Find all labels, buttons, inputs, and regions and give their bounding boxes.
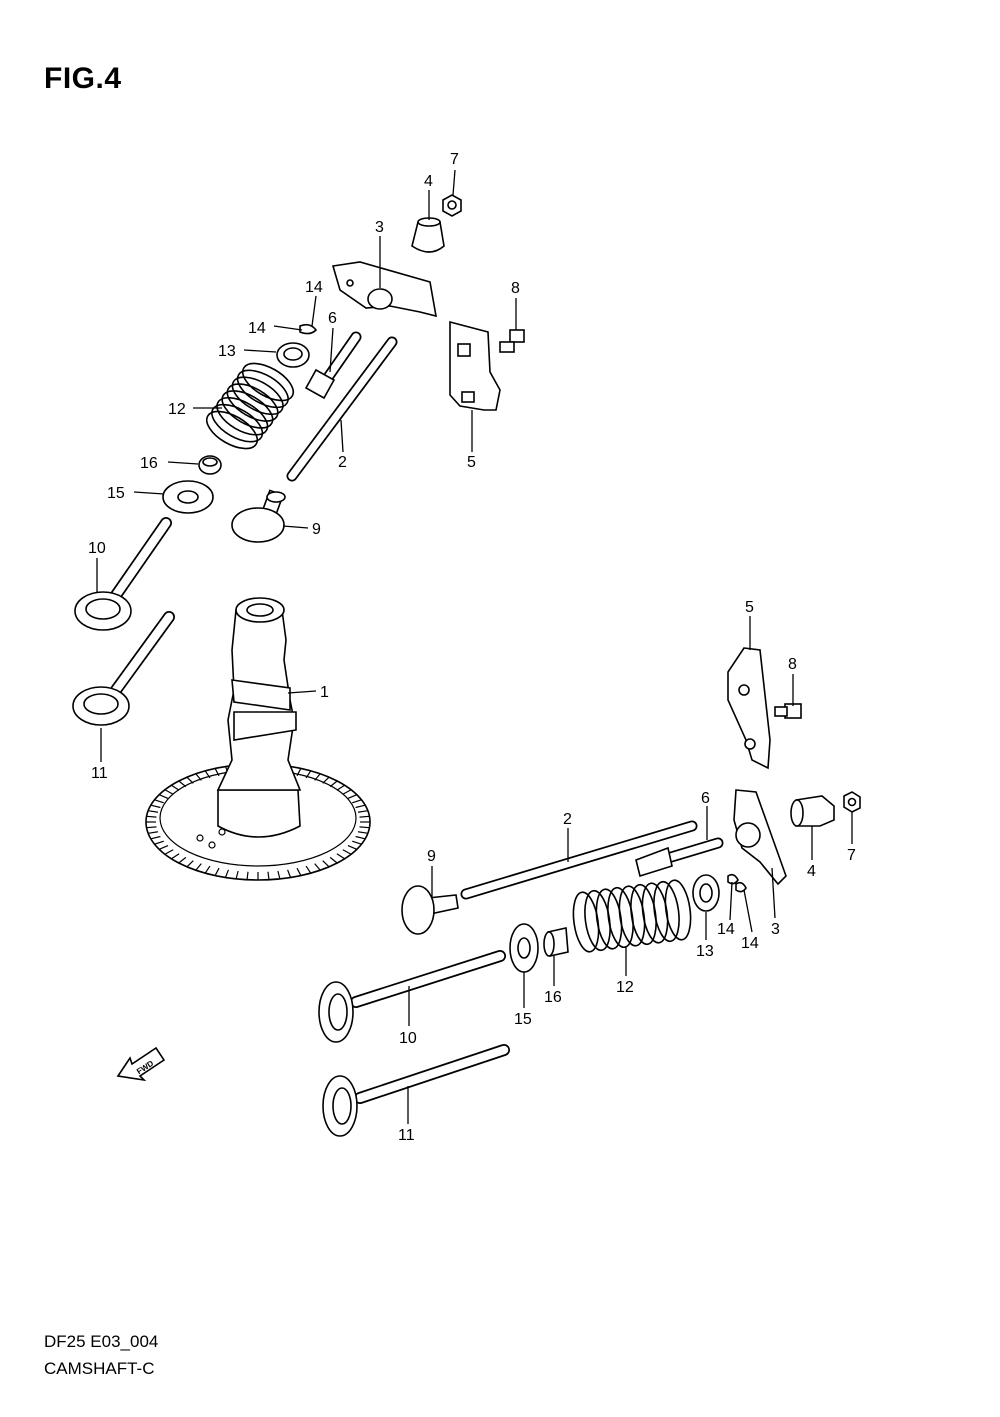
rocker-arm-part xyxy=(733,789,787,886)
bolt-part xyxy=(774,703,802,719)
forward-arrow-icon: FWD xyxy=(116,1046,166,1082)
callout-label: 5 xyxy=(745,599,754,616)
seal-tube-part xyxy=(304,331,362,400)
diagram-name: CAMSHAFT-C xyxy=(44,1359,155,1378)
callout-label: 9 xyxy=(312,521,321,538)
leader-lines xyxy=(96,169,853,1124)
callout-label: 2 xyxy=(563,811,572,828)
valve-part xyxy=(318,950,506,1043)
callout-label: 6 xyxy=(701,790,710,807)
diagram-code: DF25 E03_004 xyxy=(44,1332,159,1351)
callout-label: 4 xyxy=(807,863,816,880)
adjuster-part xyxy=(411,217,445,253)
tappet-part xyxy=(231,489,286,543)
callout-label: 4 xyxy=(424,173,433,190)
callout-label: 10 xyxy=(88,540,106,557)
valve-part xyxy=(72,611,175,726)
callout-label: 8 xyxy=(511,280,520,297)
callout-label: 14 xyxy=(741,935,759,952)
valve-part xyxy=(322,1044,510,1137)
cotter-part xyxy=(299,323,318,335)
callout-label: 14 xyxy=(305,279,323,296)
callout-label: 5 xyxy=(467,454,476,471)
figure-title: FIG.4 xyxy=(44,62,122,95)
callout-label: 12 xyxy=(168,401,186,418)
callout-label: 16 xyxy=(544,989,562,1006)
stem-seal-part xyxy=(198,455,222,475)
callout-label: 7 xyxy=(847,847,856,864)
nut-part xyxy=(442,194,462,217)
callout-label: 2 xyxy=(338,454,347,471)
push-rod-part xyxy=(460,820,698,900)
callout-label: 16 xyxy=(140,455,158,472)
seal-tube-part xyxy=(635,837,724,878)
callout-label: 8 xyxy=(788,656,797,673)
callout-label: 7 xyxy=(450,151,459,168)
callout-label: 10 xyxy=(399,1030,417,1047)
tappet-part xyxy=(401,885,459,935)
washer-part xyxy=(162,480,214,514)
camshaft-part xyxy=(145,597,371,881)
adjuster-part xyxy=(790,795,835,827)
plate-part xyxy=(449,320,501,411)
callout-label: 3 xyxy=(375,219,384,236)
callout-labels: 7 4 3 8 14 14 6 13 12 2 5 16 15 9 10 1 1… xyxy=(88,151,856,1144)
callout-label: 14 xyxy=(248,320,266,337)
retainer-part xyxy=(692,874,720,912)
spring-part xyxy=(572,879,692,953)
callout-label: 1 xyxy=(320,684,329,701)
callout-label: 11 xyxy=(91,765,108,782)
callout-label: 15 xyxy=(514,1011,532,1028)
callout-label: 12 xyxy=(616,979,634,996)
rocker-arm-part xyxy=(331,261,438,318)
callout-label: 13 xyxy=(696,943,714,960)
callout-label: 14 xyxy=(717,921,735,938)
washer-part xyxy=(509,923,539,973)
callout-label: 13 xyxy=(218,343,236,360)
callout-label: 3 xyxy=(771,921,780,938)
plate-part xyxy=(727,647,771,770)
nut-part xyxy=(843,791,861,813)
retainer-part xyxy=(276,342,310,368)
callout-label: 15 xyxy=(107,485,125,502)
valve-part xyxy=(74,517,172,631)
stem-seal-part xyxy=(543,927,569,957)
bolt-part xyxy=(499,329,525,353)
cotter-part xyxy=(727,873,747,893)
callout-label: 11 xyxy=(398,1127,415,1144)
callout-label: 6 xyxy=(328,310,337,327)
callout-label: 9 xyxy=(427,848,436,865)
spring-part xyxy=(205,362,295,450)
push-rod-part xyxy=(286,336,398,482)
